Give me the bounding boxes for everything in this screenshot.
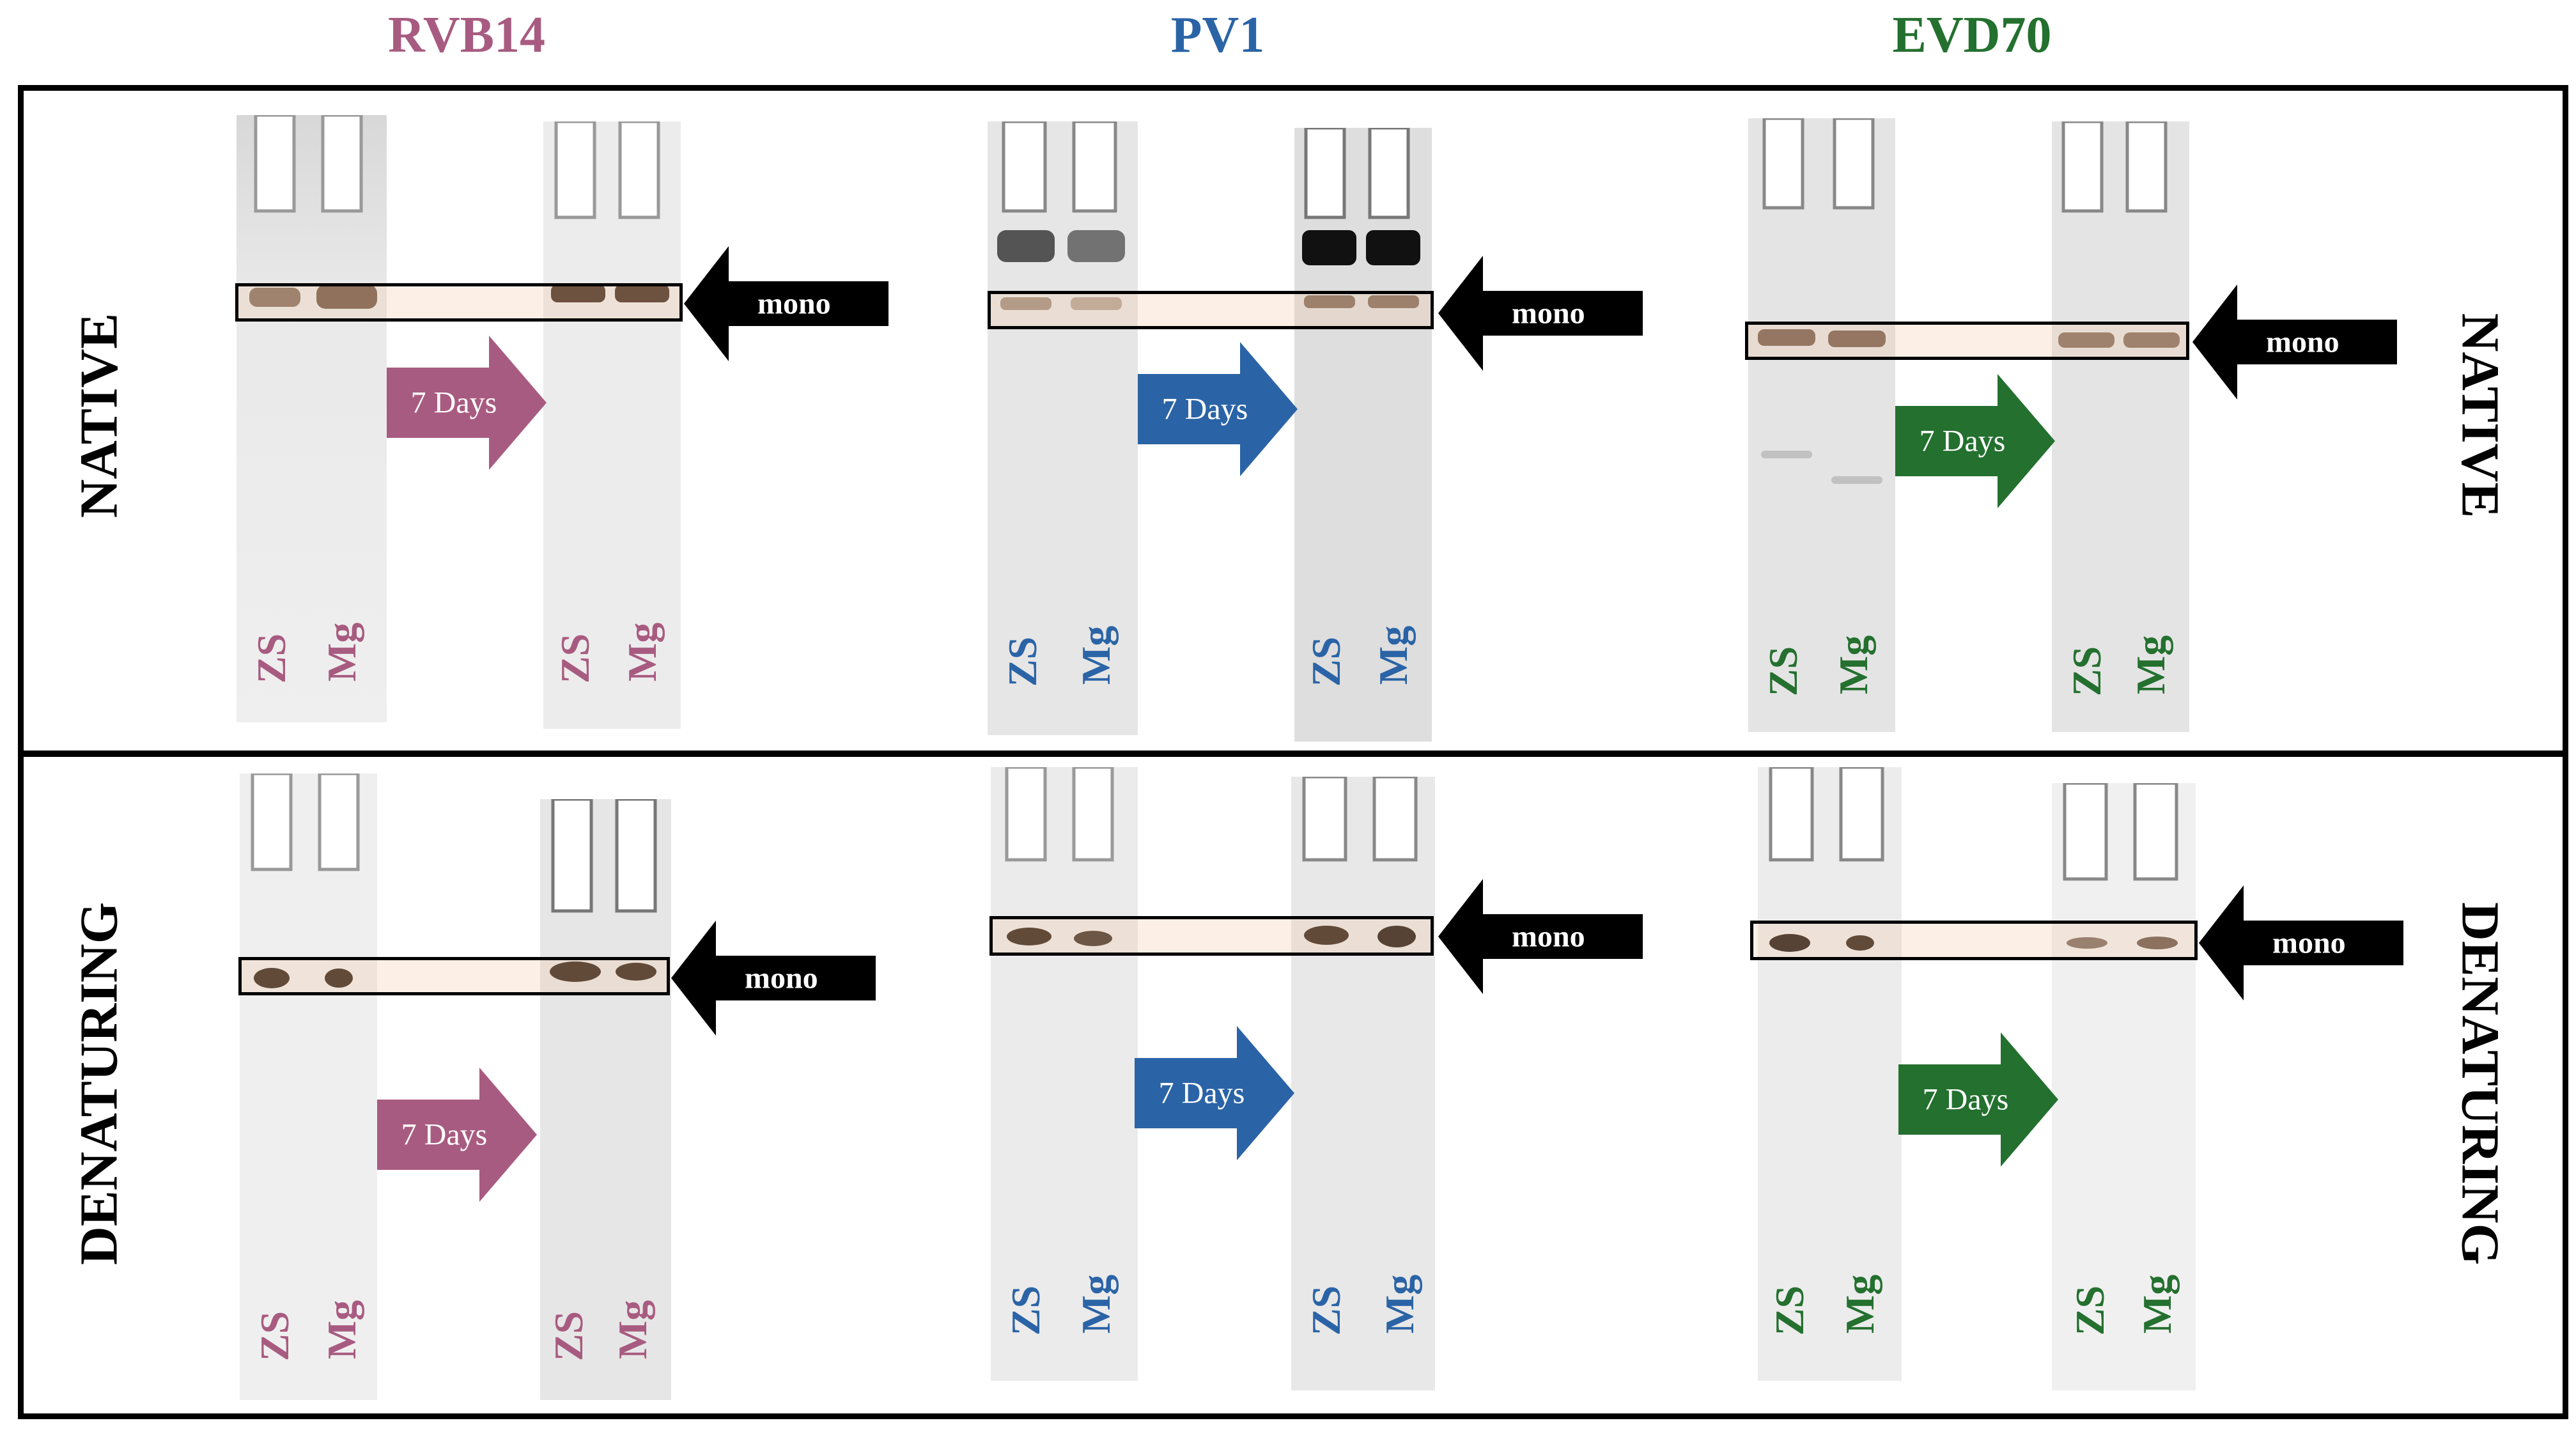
gel-pv1-native-day0 — [988, 121, 1138, 735]
title-pv1: PV1 — [1170, 7, 1265, 63]
days-arrow-evd70-native: 7 Days — [1895, 374, 2055, 508]
lane-mg-rvb14-native-d7: Mg — [619, 622, 665, 682]
lane-zs-rvb14-denat-d0: ZS — [252, 1311, 297, 1362]
lane-mg-rvb14-denat-d7: Mg — [610, 1300, 655, 1360]
lane-mg-evd70-denat-d7: Mg — [2134, 1274, 2180, 1334]
denaturing-label-left: DENATURING — [69, 902, 129, 1265]
gel-evd70-denat-day7 — [2052, 783, 2196, 1390]
mono-label: mono — [745, 961, 818, 995]
lane-mg-pv1-denat-d7: Mg — [1377, 1274, 1422, 1334]
lane-zs-evd70-native-d0: ZS — [1760, 646, 1806, 697]
mono-label: mono — [1512, 919, 1585, 954]
lane-zs-rvb14-denat-d7: ZS — [546, 1311, 591, 1362]
gel-pv1-denat-day0 — [991, 767, 1138, 1381]
mono-box-pv1-native — [988, 291, 1434, 329]
mono-arrow-evd70-native: mono — [2192, 284, 2397, 400]
mono-label: mono — [757, 286, 831, 321]
lane-zs-rvb14-native-d0: ZS — [249, 633, 294, 684]
gel-evd70-denat-day0 — [1758, 767, 1902, 1381]
lane-mg-rvb14-native-d0: Mg — [319, 622, 364, 682]
mono-label: mono — [2272, 926, 2346, 960]
mono-arrow-rvb14-native: mono — [684, 246, 888, 361]
days-label: 7 Days — [410, 385, 497, 420]
lane-zs-evd70-denat-d7: ZS — [2067, 1285, 2113, 1336]
title-evd70: EVD70 — [1892, 7, 2052, 63]
mono-label: mono — [2266, 325, 2339, 359]
lane-mg-pv1-native-d0: Mg — [1073, 625, 1119, 685]
days-label: 7 Days — [1161, 392, 1248, 426]
lane-zs-pv1-native-d0: ZS — [1000, 636, 1045, 687]
days-arrow-rvb14-native: 7 Days — [387, 336, 547, 470]
days-label: 7 Days — [401, 1117, 488, 1152]
mono-box-evd70-denat — [1750, 921, 2198, 960]
lane-mg-pv1-native-d7: Mg — [1370, 625, 1416, 685]
denaturing-label-right: DENATURING — [2450, 902, 2510, 1265]
gel-pv1-denat-day7 — [1291, 777, 1435, 1390]
days-arrow-rvb14-denat: 7 Days — [377, 1068, 537, 1202]
lane-zs-evd70-denat-d0: ZS — [1767, 1285, 1812, 1336]
lane-zs-evd70-native-d7: ZS — [2064, 646, 2109, 697]
mono-arrow-pv1-native: mono — [1438, 256, 1643, 371]
gel-rvb14-native-day0 — [237, 115, 387, 722]
mono-arrow-evd70-denat: mono — [2199, 885, 2403, 1000]
days-arrow-pv1-denat: 7 Days — [1135, 1026, 1294, 1160]
lane-mg-rvb14-denat-d0: Mg — [319, 1300, 364, 1360]
native-label-right: NATIVE — [2450, 313, 2510, 518]
mono-arrow-rvb14-denat: mono — [671, 921, 876, 1036]
gel-pv1-native-day7 — [1294, 128, 1432, 742]
native-label-left: NATIVE — [69, 313, 129, 518]
mono-label: mono — [1512, 296, 1585, 331]
days-label: 7 Days — [1158, 1076, 1245, 1110]
mono-arrow-pv1-denat: mono — [1438, 879, 1643, 994]
mono-box-rvb14-native — [235, 283, 683, 322]
gel-evd70-native-day7 — [2052, 121, 2189, 732]
title-rvb14: RVB14 — [387, 7, 546, 63]
lane-mg-pv1-denat-d0: Mg — [1073, 1274, 1119, 1334]
days-arrow-pv1-native: 7 Days — [1138, 342, 1298, 476]
lane-zs-rvb14-native-d7: ZS — [552, 633, 598, 684]
days-label: 7 Days — [1922, 1082, 2009, 1117]
lane-zs-pv1-native-d7: ZS — [1303, 636, 1349, 687]
days-arrow-evd70-denat: 7 Days — [1898, 1032, 2058, 1167]
lane-mg-evd70-denat-d0: Mg — [1837, 1274, 1882, 1334]
lane-mg-evd70-native-d0: Mg — [1831, 635, 1876, 695]
mono-box-evd70-native — [1745, 322, 2189, 360]
gel-rvb14-denat-day7 — [540, 799, 671, 1400]
days-label: 7 Days — [1919, 424, 2006, 458]
mono-box-pv1-denat — [989, 916, 1434, 956]
mono-box-rvb14-denat — [238, 957, 670, 995]
lane-zs-pv1-denat-d0: ZS — [1003, 1285, 1048, 1336]
lane-zs-pv1-denat-d7: ZS — [1303, 1285, 1349, 1336]
lane-mg-evd70-native-d7: Mg — [2128, 635, 2173, 695]
gel-rvb14-denat-day0 — [240, 774, 377, 1400]
gel-evd70-native-day0 — [1748, 118, 1895, 732]
gel-rvb14-native-day7 — [543, 121, 681, 729]
